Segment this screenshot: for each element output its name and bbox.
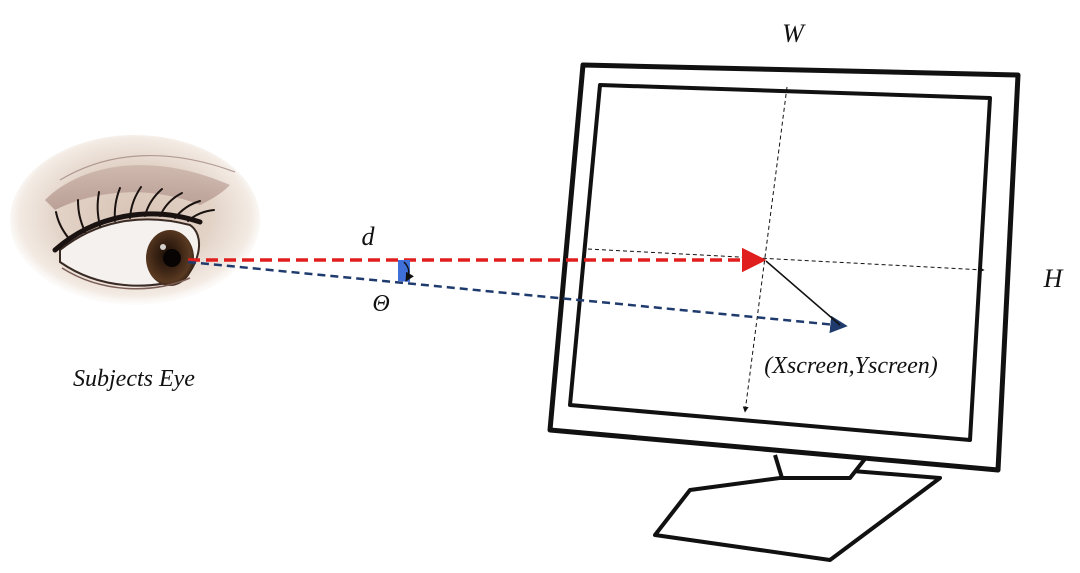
label-width: W <box>782 19 806 48</box>
label-angle: Θ <box>372 291 389 317</box>
angle-arrow <box>403 261 414 282</box>
label-distance: d <box>362 222 376 251</box>
label-height: H <box>1043 264 1064 293</box>
offset-line-blue <box>187 260 848 334</box>
displacement-vector <box>765 260 841 326</box>
label-subjects-eye: Subjects Eye <box>73 366 195 392</box>
label-screen-point: (Xscreen,Yscreen) <box>764 353 937 379</box>
horizontal-axis-line <box>587 248 985 273</box>
monitor-outline-icon <box>547 62 1021 562</box>
eye-photo-icon <box>10 135 260 305</box>
